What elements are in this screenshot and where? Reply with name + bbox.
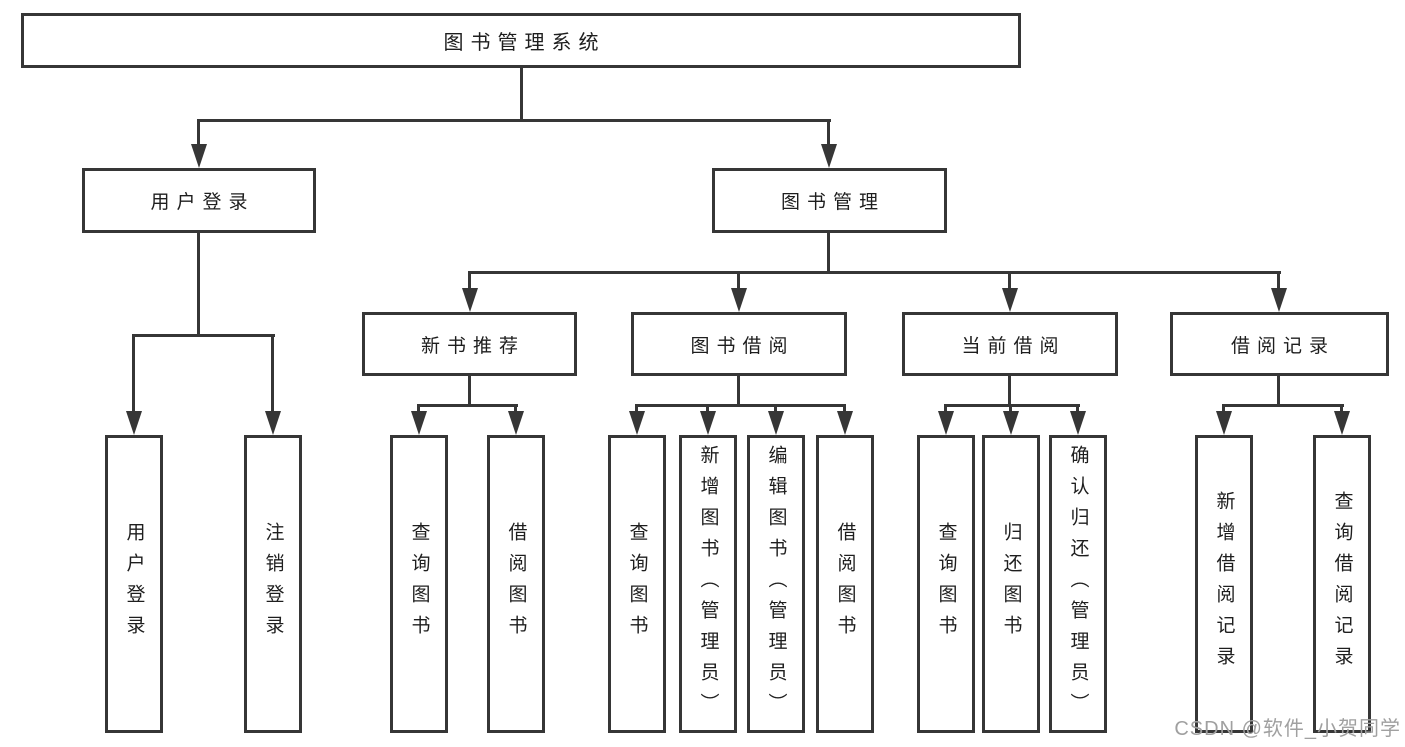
arrowhead-down-icon: [1334, 411, 1350, 435]
node-leaf-confirm-return-admin: 确认归还（管理员）: [1049, 435, 1107, 733]
connector-line: [635, 404, 846, 407]
connector-line: [197, 119, 831, 122]
arrowhead-down-icon: [1216, 411, 1232, 435]
connector-line: [197, 119, 200, 151]
node-leaf-edit-book-admin: 编辑图书（管理员）: [747, 435, 805, 733]
node-leaf-add-borrow-record: 新增借阅记录: [1195, 435, 1253, 733]
connector-line: [417, 404, 420, 416]
connector-line: [197, 233, 200, 337]
arrowhead-down-icon: [821, 144, 837, 168]
node-root-label: 图书管理系统: [443, 32, 606, 54]
node-leaf-borrow-books-recommend: 借阅图书: [487, 435, 545, 733]
arrowhead-down-icon: [126, 411, 142, 435]
arrowhead-down-icon: [1070, 411, 1086, 435]
node-leaf-add-book-admin: 新增图书（管理员）: [679, 435, 737, 733]
connector-line: [1340, 404, 1343, 416]
arrowhead-down-icon: [462, 288, 478, 312]
connector-line: [827, 233, 830, 274]
arrowhead-down-icon: [1002, 288, 1018, 312]
connector-line: [1009, 404, 1012, 416]
connector-line: [1076, 404, 1079, 416]
arrowhead-down-icon: [1271, 288, 1287, 312]
node-leaf-logout: 注销登录: [244, 435, 302, 733]
node-leaf-return-book: 归还图书: [982, 435, 1040, 733]
connector-line: [635, 404, 638, 416]
node-leaf-query-borrow-record: 查询借阅记录: [1313, 435, 1371, 733]
node-book-borrowing: 图书借阅: [631, 312, 847, 376]
connector-line: [774, 404, 777, 416]
connector-line: [132, 334, 275, 337]
connector-line: [1277, 271, 1280, 293]
connector-line: [1277, 376, 1280, 407]
node-new-book-recommendation: 新书推荐: [362, 312, 577, 376]
node-user-login-label: 用户登录: [150, 192, 255, 213]
node-current-borrowing: 当前借阅: [902, 312, 1118, 376]
connector-line: [1008, 271, 1011, 293]
connector-line: [1222, 404, 1344, 407]
connector-line: [417, 404, 518, 407]
arrowhead-down-icon: [700, 411, 716, 435]
connector-line: [468, 271, 471, 293]
connector-line: [944, 404, 1080, 407]
arrowhead-down-icon: [938, 411, 954, 435]
node-user-login: 用户登录: [82, 168, 316, 233]
connector-line: [132, 334, 135, 414]
arrowhead-down-icon: [768, 411, 784, 435]
arrowhead-down-icon: [508, 411, 524, 435]
node-leaf-borrow-books-borrow: 借阅图书: [816, 435, 874, 733]
arrowhead-down-icon: [411, 411, 427, 435]
node-leaf-query-books-borrow: 查询图书: [608, 435, 666, 733]
connector-line: [520, 68, 523, 121]
connector-line: [827, 119, 830, 151]
connector-line: [706, 404, 709, 416]
connector-line: [1008, 376, 1011, 407]
arrowhead-down-icon: [191, 144, 207, 168]
arrowhead-down-icon: [731, 288, 747, 312]
connector-line: [468, 271, 1281, 274]
arrowhead-down-icon: [629, 411, 645, 435]
connector-line: [737, 376, 740, 407]
connector-line: [1222, 404, 1225, 416]
node-leaf-user-login: 用户登录: [105, 435, 163, 733]
node-leaf-query-books-recommend: 查询图书: [390, 435, 448, 733]
arrowhead-down-icon: [837, 411, 853, 435]
connector-line: [843, 404, 846, 416]
node-borrowing-records: 借阅记录: [1170, 312, 1389, 376]
watermark: CSDN @软件_小贺同学: [1174, 718, 1401, 740]
arrowhead-down-icon: [1003, 411, 1019, 435]
node-root: 图书管理系统: [21, 13, 1021, 68]
connector-line: [514, 404, 517, 416]
node-book-management-label: 图书管理: [780, 192, 885, 213]
node-book-management: 图书管理: [712, 168, 947, 233]
connector-line: [944, 404, 947, 416]
node-leaf-query-books-current: 查询图书: [917, 435, 975, 733]
connector-line: [271, 334, 274, 414]
connector-line: [737, 271, 740, 293]
connector-line: [468, 376, 471, 407]
arrowhead-down-icon: [265, 411, 281, 435]
